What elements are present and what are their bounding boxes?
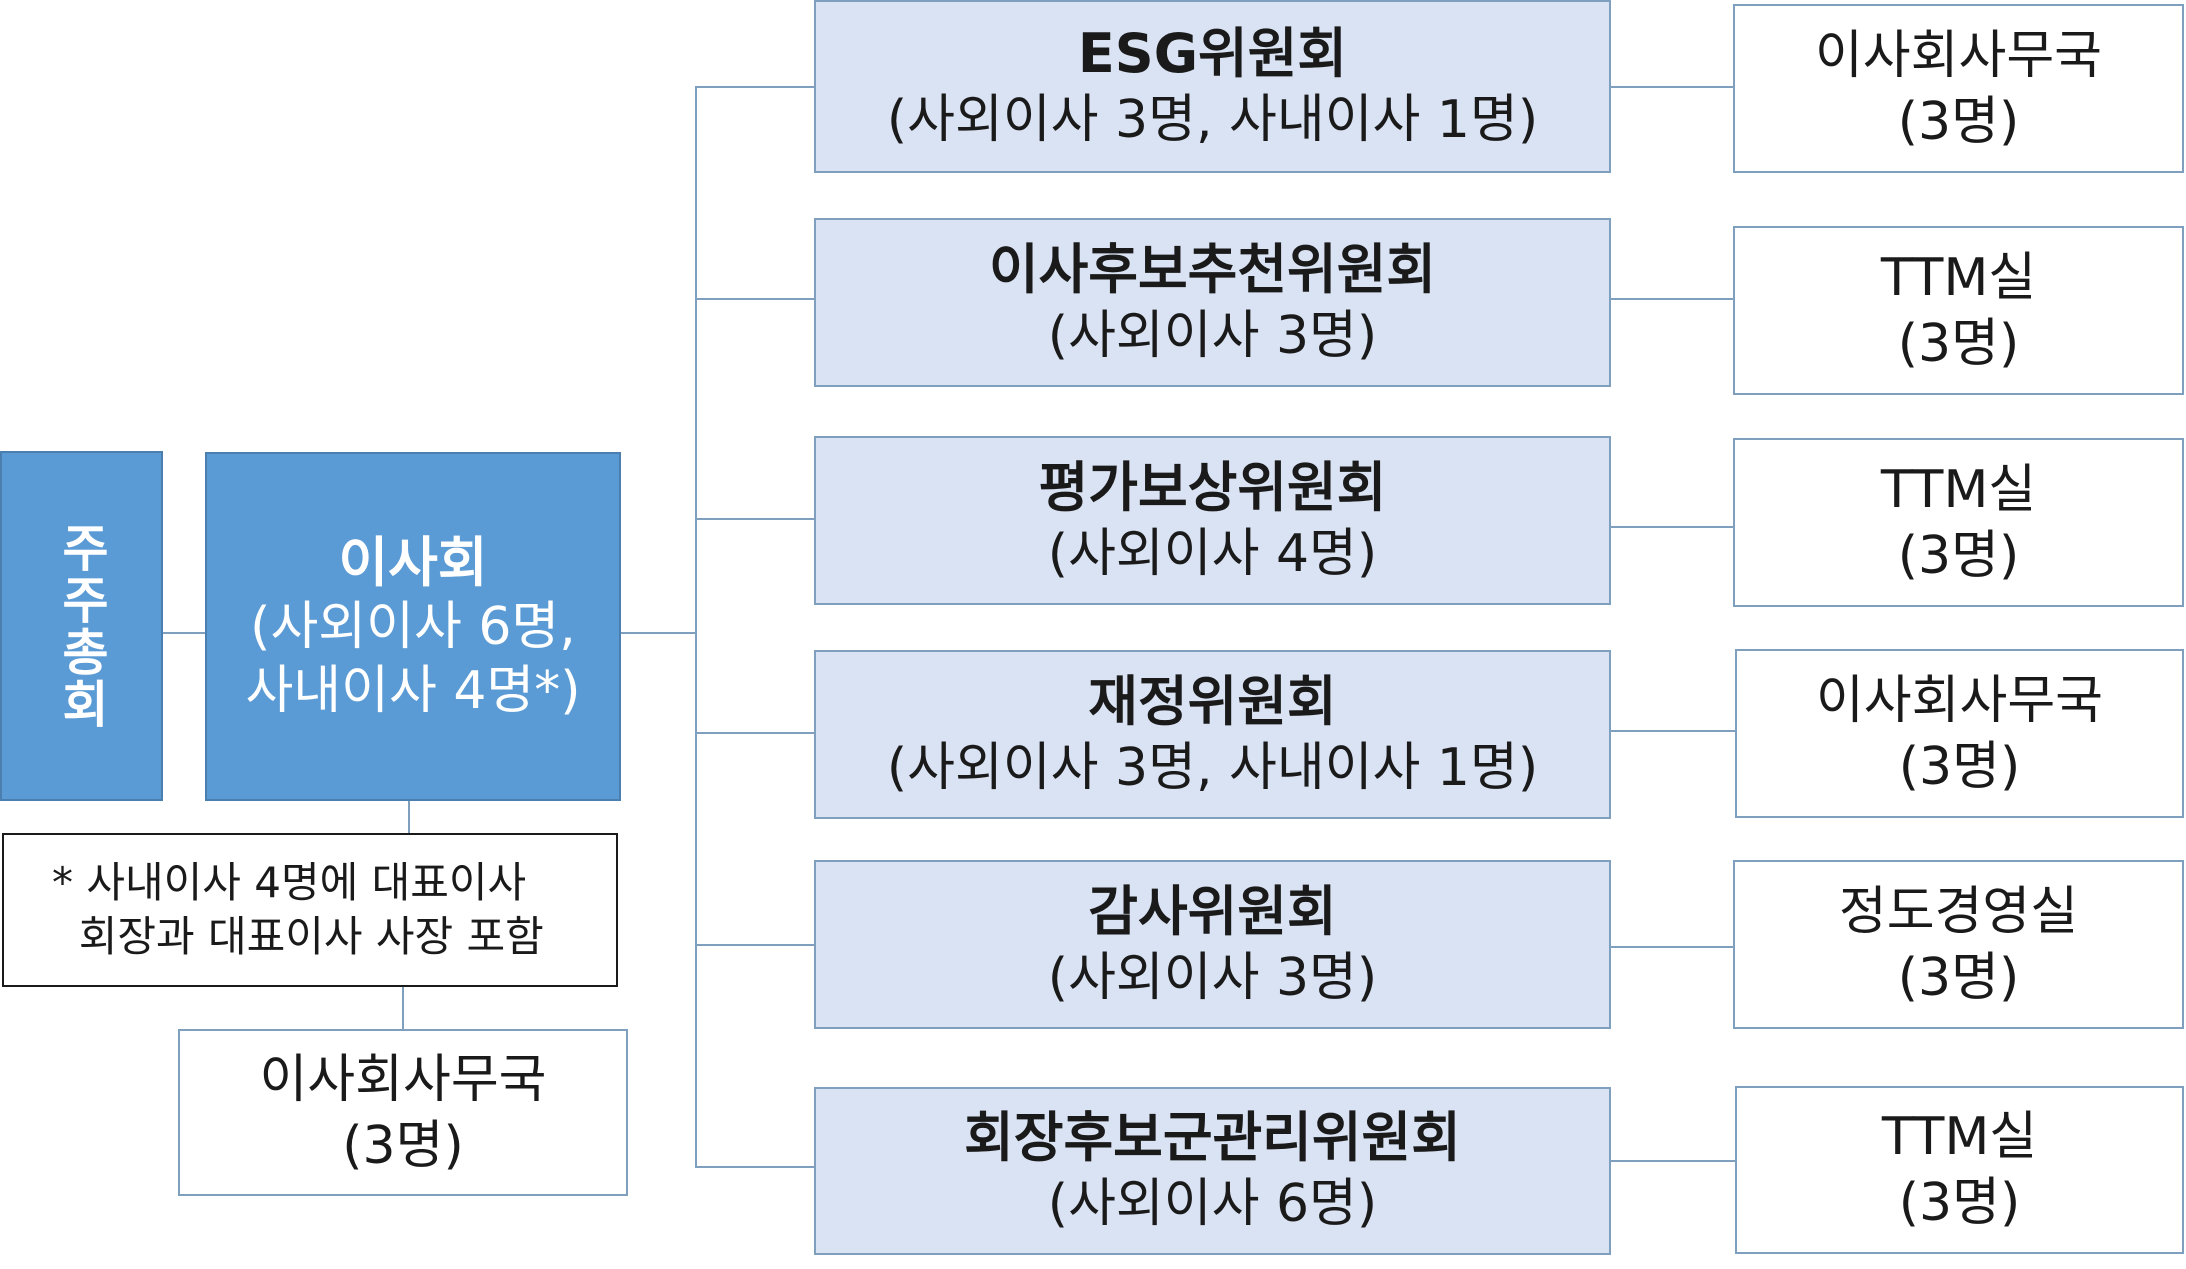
footnote-box: * 사내이사 4명에 대표이사 회장과 대표이사 사장 포함	[2, 833, 618, 987]
board-office-box: 이사회사무국 (3명)	[178, 1029, 628, 1196]
committee-members: (사외이사 4명)	[1047, 523, 1378, 584]
connector-committee-support-5	[1610, 946, 1734, 948]
support-office-box: TTM실 (3명)	[1735, 1086, 2184, 1254]
connector-board-trunk	[620, 632, 696, 634]
board-detail-line1: (사외이사 6명,	[250, 596, 576, 657]
committee-name: ESG위원회	[1077, 21, 1348, 85]
connector-trunk-committee-1	[695, 86, 815, 88]
committee-box: ESG위원회 (사외이사 3명, 사내이사 1명)	[814, 0, 1611, 173]
connector-trunk-committee-2	[695, 298, 815, 300]
support-office-name: TTM실	[1880, 459, 2037, 520]
footnote-text: * 사내이사 4명에 대표이사 회장과 대표이사 사장 포함	[52, 858, 544, 961]
board-detail-line2: 사내이사 4명*)	[245, 660, 581, 721]
support-office-box: 이사회사무국 (3명)	[1735, 649, 2184, 818]
support-office-count: (3명)	[1897, 91, 2020, 152]
board-office-name: 이사회사무국	[259, 1049, 547, 1110]
support-office-name: 이사회사무국	[1815, 670, 2104, 731]
support-office-name: 이사회사무국	[1814, 25, 2103, 86]
connector-committee-support-3	[1610, 526, 1734, 528]
committee-box: 감사위원회 (사외이사 3명)	[814, 860, 1611, 1029]
support-office-name: 정도경영실	[1838, 881, 2079, 942]
committee-members: (사외이사 3명)	[1047, 947, 1378, 1008]
support-office-count: (3명)	[1897, 313, 2020, 374]
board-title: 이사회	[338, 530, 488, 594]
committee-box: 평가보상위원회 (사외이사 4명)	[814, 436, 1611, 605]
connector-trunk-committee-3	[695, 518, 815, 520]
support-office-box: TTM실 (3명)	[1733, 438, 2184, 607]
connector-committee-support-4	[1610, 730, 1736, 732]
board-box: 이사회 (사외이사 6명, 사내이사 4명*)	[205, 452, 621, 801]
shareholders-meeting-box: 주주총회	[0, 451, 163, 801]
support-office-count: (3명)	[1898, 1173, 2021, 1233]
committee-members: (사외이사 6명)	[1047, 1174, 1378, 1234]
connector-trunk-committee-4	[695, 732, 815, 734]
board-office-count: (3명)	[342, 1115, 464, 1176]
support-office-count: (3명)	[1898, 736, 2021, 797]
committee-name: 회장후보군관리위원회	[964, 1106, 1461, 1169]
committee-members: (사외이사 3명, 사내이사 1명)	[886, 737, 1539, 798]
connector-trunk-committee-6	[695, 1166, 815, 1168]
committee-name: 재정위원회	[1088, 669, 1337, 733]
support-office-name: TTM실	[1880, 247, 2037, 308]
committee-box: 재정위원회 (사외이사 3명, 사내이사 1명)	[814, 650, 1611, 819]
connector-board-footnote	[408, 800, 410, 834]
support-office-count: (3명)	[1897, 947, 2020, 1008]
support-office-box: 이사회사무국 (3명)	[1733, 4, 2184, 173]
shareholders-meeting-label: 주주총회	[52, 522, 111, 730]
connector-trunk-committee-5	[695, 944, 815, 946]
committee-name: 감사위원회	[1088, 879, 1337, 943]
committee-members: (사외이사 3명)	[1047, 305, 1378, 366]
committee-name: 평가보상위원회	[1038, 455, 1387, 519]
committee-box: 회장후보군관리위원회 (사외이사 6명)	[814, 1087, 1611, 1255]
support-office-box: 정도경영실 (3명)	[1733, 860, 2184, 1029]
committee-members: (사외이사 3명, 사내이사 1명)	[886, 89, 1539, 150]
committee-box: 이사후보추천위원회 (사외이사 3명)	[814, 218, 1611, 387]
support-office-box: TTM실 (3명)	[1733, 226, 2184, 395]
connector-gm-board	[162, 632, 206, 634]
support-office-name: TTM실	[1881, 1107, 2038, 1167]
connector-committee-support-2	[1610, 298, 1734, 300]
committee-name: 이사후보추천위원회	[988, 237, 1437, 301]
connector-committee-support-6	[1610, 1160, 1736, 1162]
connector-committee-support-1	[1610, 86, 1734, 88]
connector-footnote-office	[402, 985, 404, 1030]
support-office-count: (3명)	[1897, 525, 2020, 586]
connector-trunk-vertical	[695, 86, 697, 1168]
